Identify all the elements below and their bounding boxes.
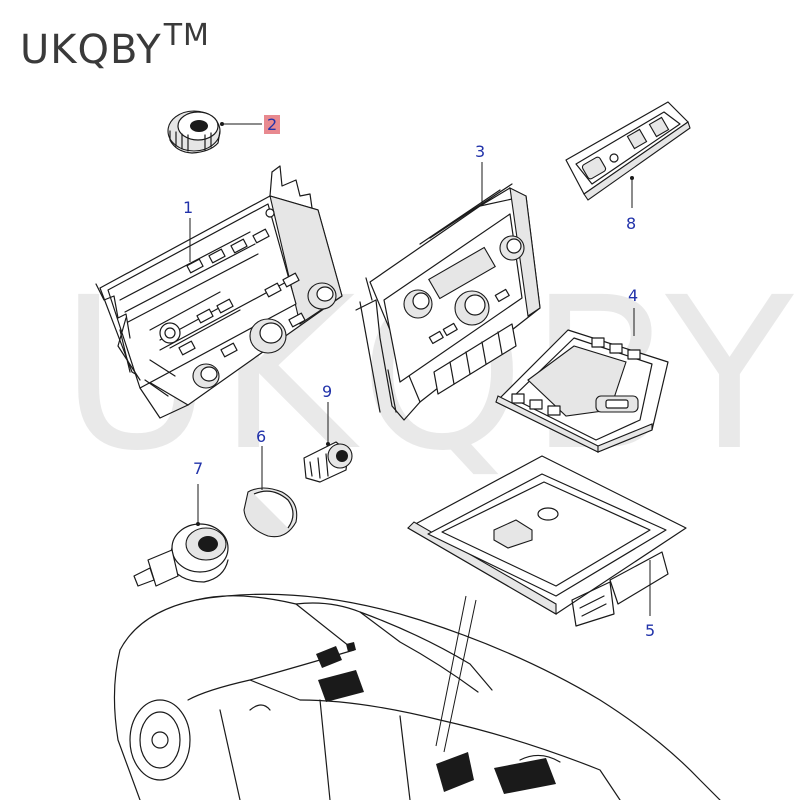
callout-4: 4	[628, 286, 639, 305]
part-1-control-panel	[95, 165, 343, 419]
part-9-socket	[303, 402, 353, 483]
callout-3: 3	[475, 142, 486, 161]
part-4-display	[495, 308, 669, 453]
part-7-socket	[133, 484, 229, 587]
part-2-socket	[167, 110, 262, 154]
callout-8: 8	[626, 214, 637, 233]
part-3-climate-panel	[355, 162, 541, 421]
brand-logo: UKQBYTM	[20, 18, 210, 73]
callout-1: 1	[183, 198, 194, 217]
part-6-button	[243, 446, 298, 538]
callout-2: 2	[264, 115, 281, 134]
car-outline	[113, 593, 721, 800]
callout-7: 7	[193, 459, 204, 478]
callout-6: 6	[256, 427, 267, 446]
brand-name: UKQBY	[20, 27, 162, 73]
part-8-switch-panel	[565, 101, 691, 208]
part-5-tray	[407, 455, 687, 753]
callout-9: 9	[322, 382, 333, 401]
brand-trademark: TM	[163, 18, 210, 53]
callout-5: 5	[645, 621, 656, 640]
